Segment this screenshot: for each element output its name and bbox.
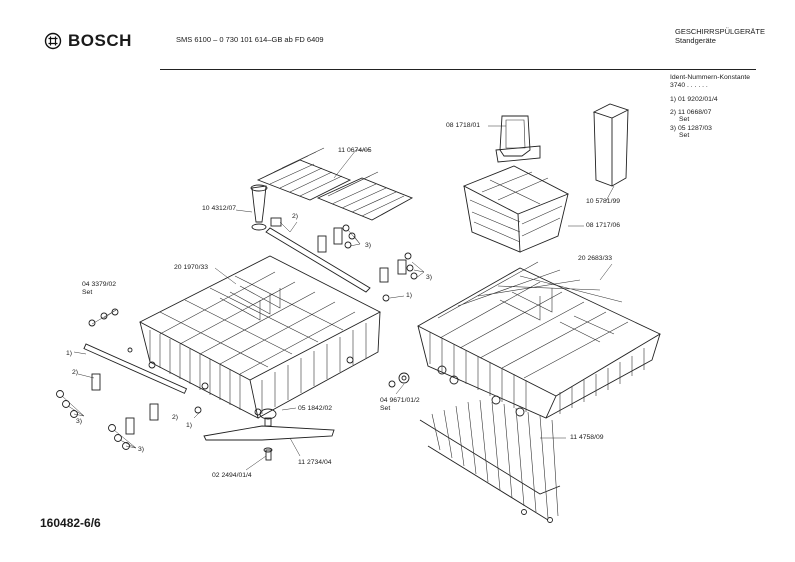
- part-label-049671-set: Set: [380, 405, 391, 412]
- part-label-081717: 08 1717/06: [586, 222, 621, 229]
- plate-rack-insert: [419, 399, 561, 523]
- part-label-051842: 05 1842/02: [298, 405, 333, 412]
- brand-name: BOSCH: [68, 31, 132, 50]
- note-number: 1): [670, 96, 677, 103]
- part-label-114758: 11 4758/09: [570, 434, 604, 441]
- cutlery-basket: [462, 165, 570, 253]
- part-label-104312: 10 4312/07: [202, 205, 237, 212]
- spray-nozzle: [250, 184, 268, 231]
- part-label-043379-set: Set: [82, 289, 93, 296]
- clip-parts: [270, 217, 418, 302]
- part-label-081718: 08 1718/01: [446, 122, 481, 129]
- note-ref-3: 3): [426, 274, 433, 281]
- part-label-110674: 11 0674/05: [338, 147, 372, 154]
- upper-basket: [139, 255, 381, 419]
- basket-wheel: [388, 372, 410, 388]
- note-ref-2: 2): [72, 369, 79, 376]
- note-ref-1: 1): [66, 350, 73, 357]
- part-label-105781: 10 5781/99: [586, 198, 621, 205]
- part-label-201970: 20 1970/33: [174, 264, 209, 271]
- document-number: 160482-6/6: [40, 516, 101, 530]
- lower-basket: [417, 261, 661, 419]
- bosch-logo-icon: [44, 32, 62, 50]
- note-ref-2: 2): [292, 213, 299, 220]
- category-subtitle: Standgeräte: [675, 36, 716, 45]
- basket-handle: [495, 115, 541, 163]
- ident-note-3: 3) 05 1287/03: [670, 125, 712, 133]
- part-label-049671: 04 9671/01/2: [380, 397, 420, 404]
- note-code: 11 0668/07: [677, 109, 712, 116]
- spray-arm: [203, 408, 335, 461]
- part-label-112734: 11 2734/04: [298, 459, 332, 466]
- cutlery-box: [592, 103, 630, 187]
- ident-note-2-sub: Set: [679, 116, 690, 123]
- part-label-202683: 20 2683/33: [578, 255, 613, 262]
- note-ref-1: 1): [186, 422, 193, 429]
- note-number: 2): [670, 109, 677, 116]
- ident-note-1: 1) 01 9202/01/4: [670, 96, 718, 104]
- cup-rack: [256, 147, 414, 221]
- ident-note-3-sub: Set: [679, 132, 690, 139]
- category-title: GESCHIRRSPÜLGERÄTE: [675, 27, 766, 36]
- part-label-043379: 04 3379/02: [82, 281, 117, 288]
- note-ref-1: 1): [406, 292, 413, 299]
- ident-note-2: 2) 11 0668/07: [670, 109, 711, 117]
- leader-lines: [61, 125, 615, 471]
- note-ref-3: 3): [138, 446, 145, 453]
- ident-value: 3740 . . . . . .: [670, 82, 708, 89]
- ident-title: Ident-Nummern-Konstante: [670, 74, 751, 81]
- header-rule: [160, 69, 756, 70]
- note-ref-2: 2): [172, 414, 179, 421]
- rail-strip: [265, 227, 371, 293]
- note-code: 01 9202/01/4: [677, 96, 718, 103]
- wheel-set-parts: [56, 308, 202, 450]
- note-ref-3: 3): [76, 418, 83, 425]
- note-ref-3: 3): [365, 242, 372, 249]
- part-label-022494: 02 2494/01/4: [212, 472, 252, 479]
- note-code: 05 1287/03: [677, 125, 712, 132]
- model-line: SMS 6100 – 0 730 101 614–GB ab FD 6409: [176, 35, 324, 44]
- note-number: 3): [670, 125, 677, 132]
